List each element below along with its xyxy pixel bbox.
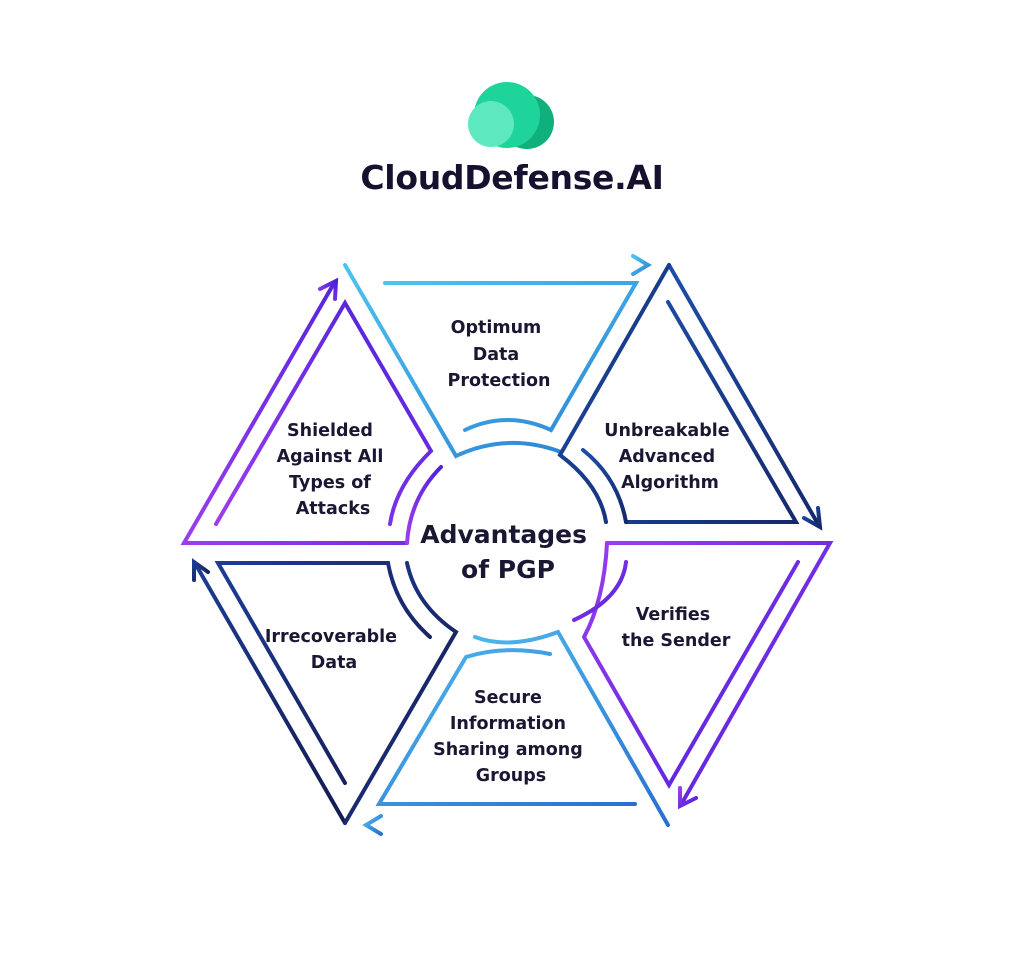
inner-edge-lower-right bbox=[581, 541, 800, 790]
label-bottom: Secure Information Sharing among Groups bbox=[433, 688, 589, 786]
outer-edge-upper-left bbox=[180, 283, 409, 545]
center-title: Advantages of PGP bbox=[420, 520, 595, 584]
cloud-icon bbox=[468, 82, 554, 149]
arrow-head-up-right-icon bbox=[318, 277, 339, 301]
inner-edge-upper-left bbox=[214, 299, 434, 526]
arrow-head-left-icon bbox=[362, 814, 383, 836]
outer-edge-bottom bbox=[473, 629, 670, 827]
segment-upper-right: Unbreakable Advanced Algorithm bbox=[557, 263, 823, 531]
arrow-head-up-left-icon bbox=[192, 558, 210, 582]
segment-upper-left: Shielded Against All Types of Attacks bbox=[180, 277, 443, 545]
brand-name: CloudDefense.AI bbox=[360, 158, 664, 197]
label-lower-right: Verifies the Sender bbox=[622, 605, 731, 651]
outer-edge-lower-right bbox=[605, 541, 834, 805]
inner-edge-top bbox=[383, 281, 640, 433]
inner-edge-lower-left bbox=[214, 561, 432, 785]
inner-edge-bottom bbox=[375, 648, 637, 806]
segment-lower-left: Irrecoverable Data bbox=[192, 558, 459, 825]
arrow-head-right-icon bbox=[631, 254, 652, 276]
label-upper-right: Unbreakable Advanced Algorithm bbox=[604, 421, 735, 493]
arrow-head-down-left-icon bbox=[678, 786, 698, 810]
label-lower-left: Irrecoverable Data bbox=[265, 627, 403, 673]
segment-lower-right: Verifies the Sender bbox=[572, 541, 834, 810]
arrow-head-down-right-icon bbox=[802, 506, 823, 531]
outer-edge-lower-left bbox=[343, 561, 459, 825]
arrow-line-upper-right bbox=[667, 263, 820, 526]
inner-arc-upper-left bbox=[405, 465, 443, 545]
segment-bottom: Secure Information Sharing among Groups bbox=[362, 629, 670, 836]
inner-arc-upper-right bbox=[581, 448, 628, 524]
outer-edge-upper-right bbox=[557, 263, 671, 524]
arrow-line-lower-left bbox=[194, 563, 347, 825]
inner-arc-lower-right bbox=[572, 560, 628, 622]
segment-top: Optimum Data Protection bbox=[343, 254, 652, 459]
logo bbox=[468, 82, 554, 149]
label-top: Optimum Data Protection bbox=[448, 318, 551, 391]
inner-edge-upper-right bbox=[624, 300, 800, 524]
label-upper-left: Shielded Against All Types of Attacks bbox=[277, 421, 390, 519]
outer-edge-top bbox=[343, 263, 563, 459]
